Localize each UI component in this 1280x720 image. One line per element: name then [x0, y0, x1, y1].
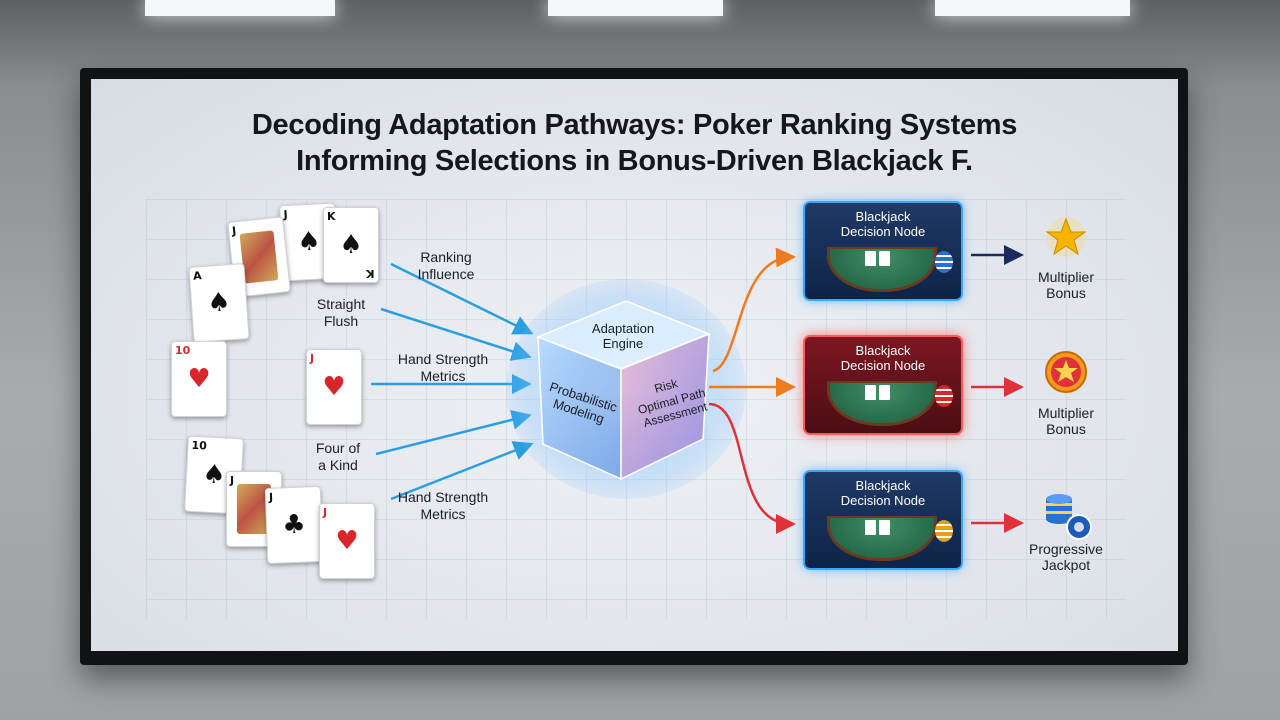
flow-arrows: [371, 217, 1092, 540]
label-straight-flush: Straight Flush: [316, 296, 366, 329]
mini-card-icon: [865, 520, 876, 535]
mini-card-icon: [865, 251, 876, 266]
chip-stack-icon: [935, 520, 953, 542]
engine-title: Adaptation Engine: [591, 321, 655, 351]
mini-card-icon: [879, 251, 890, 266]
mini-card-icon: [865, 385, 876, 400]
page-title: Decoding Adaptation Pathways: Poker Rank…: [91, 107, 1178, 179]
title-line-1: Decoding Adaptation Pathways: Poker Rank…: [251, 109, 1018, 141]
arrow-ranking-influence: [390, 262, 534, 335]
face-card-art: [239, 230, 279, 284]
decision-node-2[interactable]: Blackjack Decision Node: [803, 335, 963, 435]
arrow-engine-to-node-1: [712, 247, 796, 373]
ceiling-light-left: [145, 0, 335, 16]
mini-card-icon: [879, 520, 890, 535]
mini-card-icon: [879, 385, 890, 400]
engine-cube-right: [620, 332, 710, 481]
playing-card: A ♠: [188, 263, 250, 343]
decision-node-title: Blackjack Decision Node: [840, 478, 926, 508]
title-line-2: Informing Selections in Bonus-Driven Bla…: [296, 145, 973, 177]
chip-stack-icon: [935, 251, 953, 273]
decision-node-3[interactable]: Blackjack Decision Node: [803, 470, 963, 570]
ceiling-light-right: [935, 0, 1130, 16]
playing-card: J ♥: [306, 349, 362, 425]
arrow-straight-flush: [380, 307, 532, 361]
gold-star-icon: [1045, 217, 1087, 257]
playing-card: K ♠ K: [323, 207, 379, 283]
label-four-of-a-kind: Four of a Kind: [315, 440, 361, 473]
label-hand-strength-2: Hand Strength Metrics: [397, 489, 489, 522]
arrow-engine-to-node-3: [708, 402, 796, 534]
ceiling-light-center: [548, 0, 723, 16]
reward-label-3: Progressive Jackpot: [1029, 541, 1103, 573]
decision-node-1[interactable]: Blackjack Decision Node: [803, 201, 963, 301]
playing-card: 10 ♥: [171, 341, 227, 417]
label-hand-strength-1: Hand Strength Metrics: [397, 351, 489, 384]
reward-label-1: Multiplier Bonus: [1037, 269, 1094, 301]
reward-label-2: Multiplier Bonus: [1037, 405, 1094, 437]
arrow-four-of-a-kind: [375, 409, 532, 456]
label-ranking-influence: Ranking Influence: [417, 249, 475, 282]
decision-node-title: Blackjack Decision Node: [840, 343, 926, 373]
decision-node-title: Blackjack Decision Node: [840, 209, 926, 239]
chip-stack-icon: [935, 385, 953, 407]
arrow-hand-strength-2: [390, 441, 534, 501]
playing-card: J ♣: [264, 486, 324, 564]
monitor-screen: Decoding Adaptation Pathways: Poker Rank…: [91, 79, 1178, 651]
star-medal-icon: [1045, 351, 1087, 393]
playing-card: J ♥: [319, 503, 375, 579]
casino-chips-icon: [1046, 494, 1092, 540]
